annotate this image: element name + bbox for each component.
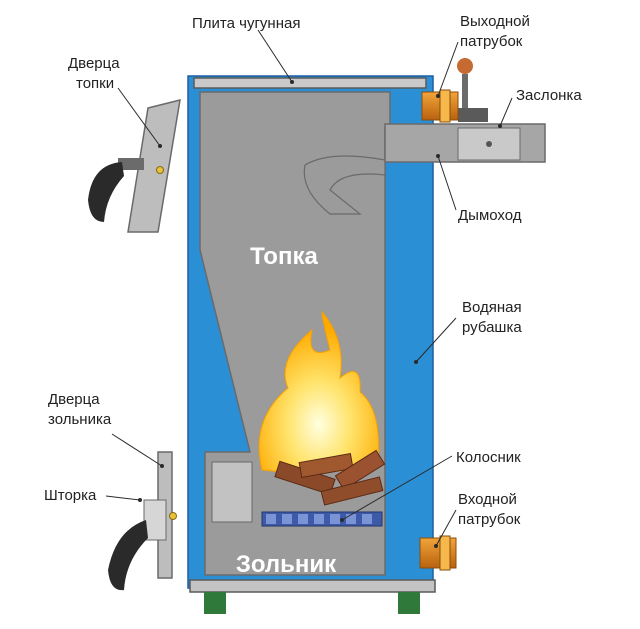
grate (261, 511, 383, 527)
shutter-label: Шторка (44, 487, 97, 504)
firebox-door-handle[interactable] (88, 162, 124, 222)
ash-pit-label: Зольник (236, 551, 337, 578)
outlet-pipe-label-line1: Выходной (460, 13, 530, 30)
cast-iron-plate-label: Плита чугунная (192, 15, 300, 32)
ash-door-label-line2: зольника (48, 411, 112, 428)
firebox-door-label-line1: Дверца (68, 55, 120, 72)
inlet-pipe-fitting (419, 535, 457, 571)
outlet-pipe-label-line2: патрубок (460, 33, 523, 50)
flue-baffle (303, 155, 386, 215)
left-foot (204, 592, 226, 614)
base-rail (189, 579, 436, 593)
firebox-label: Топка (250, 243, 318, 270)
outlet-pipe-fitting (421, 89, 459, 123)
damper-label: Заслонка (516, 87, 582, 104)
right-foot (398, 592, 420, 614)
ash-door-label-line1: Дверца (48, 391, 100, 408)
damper-handle[interactable] (457, 58, 488, 122)
grate-label: Колосник (456, 449, 521, 466)
inlet-pipe-label-line2: патрубок (458, 511, 521, 528)
chimney-pipe (384, 123, 546, 163)
ash-shutter-plate (211, 461, 253, 523)
firebox-door[interactable] (118, 98, 181, 233)
top-cast-iron-plate (193, 77, 427, 89)
water-jacket-label-line1: Водяная (462, 299, 522, 316)
ash-pit-door[interactable] (143, 451, 177, 579)
firewood (274, 449, 386, 506)
ash-door-handle[interactable] (108, 520, 148, 591)
leader-lines (105, 29, 513, 548)
water-jacket-label-line2: рубашка (462, 319, 522, 336)
firebox-door-label-line2: топки (76, 75, 114, 92)
chimney-label: Дымоход (458, 207, 522, 224)
inlet-pipe-label-line1: Входной (458, 491, 517, 508)
